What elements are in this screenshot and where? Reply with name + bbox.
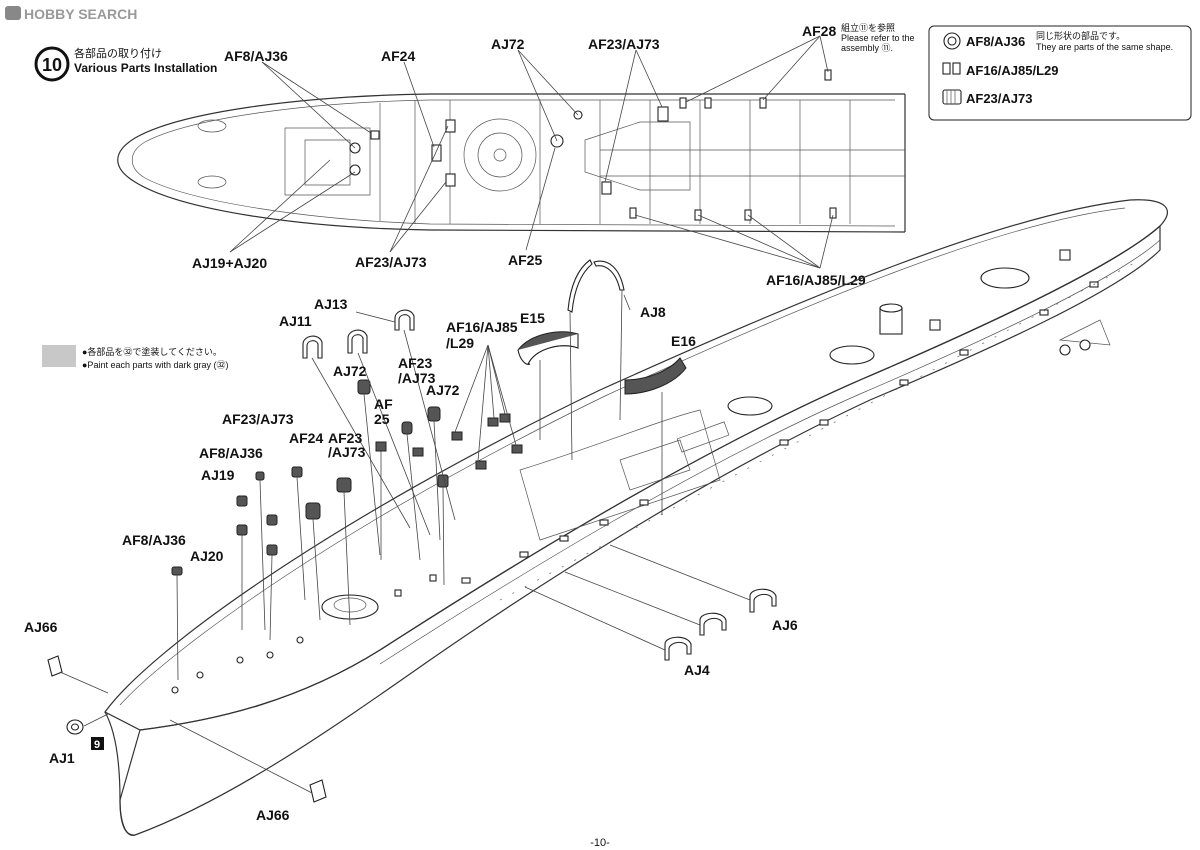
part-aj4 bbox=[664, 636, 692, 661]
deck-plan-view bbox=[117, 69, 906, 233]
forward-turret bbox=[321, 594, 379, 620]
part-aj13 bbox=[394, 309, 415, 331]
label-aj13: AJ13 bbox=[314, 296, 348, 312]
label-af25-1: AF bbox=[374, 396, 393, 412]
exploded-parts bbox=[47, 259, 777, 803]
page-number: -10- bbox=[590, 837, 610, 849]
paint-note: ●各部品を㉜で塗装してください。 ●Paint each parts with … bbox=[42, 345, 229, 370]
label-af25: AF25 bbox=[508, 252, 542, 268]
label-e15: E15 bbox=[520, 310, 545, 326]
refer-note: 組立⑪を参照 Please refer to the assembly ⑪. bbox=[841, 22, 915, 53]
step-title-en: Various Parts Installation bbox=[74, 61, 217, 75]
part-e16 bbox=[624, 357, 687, 395]
label-aj20: AJ20 bbox=[190, 548, 224, 564]
hull-perspective-view bbox=[104, 199, 1168, 836]
watermark-text: HOBBY SEARCH bbox=[24, 6, 137, 22]
part-aj8 bbox=[567, 259, 593, 313]
label-af23-c-1: AF23 bbox=[328, 430, 362, 446]
bracket-part-icon bbox=[942, 62, 961, 75]
part-aj6 bbox=[749, 588, 777, 613]
legend-item-label: AF16/AJ85/L29 bbox=[966, 63, 1059, 78]
label-aj1: AJ1 bbox=[49, 750, 75, 766]
label-af23-aj73-b: AF23/AJ73 bbox=[355, 254, 427, 270]
label-aj6: AJ6 bbox=[772, 617, 798, 633]
refer-note-en-1: Please refer to the bbox=[841, 33, 915, 43]
label-af28: AF28 bbox=[802, 23, 836, 39]
label-af23-aj73: AF23/AJ73 bbox=[588, 36, 660, 52]
label-af23-b: AF23/AJ73 bbox=[222, 411, 294, 427]
label-af8-b: AF8/AJ36 bbox=[122, 532, 186, 548]
part-aj19 bbox=[236, 495, 248, 507]
label-af23-a-2: /AJ73 bbox=[398, 370, 436, 386]
label-af16-2: /L29 bbox=[446, 335, 474, 351]
step-number-badge bbox=[34, 46, 70, 82]
label-af25-2: 25 bbox=[374, 411, 390, 427]
part-aj66 bbox=[47, 655, 63, 677]
refer-note-jp: 組立⑪を参照 bbox=[841, 22, 895, 33]
label-aj8: AJ8 bbox=[640, 304, 666, 320]
label-aj72-b: AJ72 bbox=[426, 382, 460, 398]
label-aj19-aj20: AJ19+AJ20 bbox=[192, 255, 267, 271]
part-aj72 bbox=[357, 379, 371, 395]
drum-part-icon bbox=[942, 89, 962, 105]
legend-item-label: AF23/AJ73 bbox=[966, 91, 1032, 106]
hull-leaders bbox=[59, 289, 751, 794]
part-aj11 bbox=[302, 335, 323, 359]
turret-plan bbox=[463, 118, 537, 192]
watermark: HOBBY SEARCH bbox=[5, 6, 137, 22]
part-aj20 bbox=[266, 544, 278, 556]
label-aj72: AJ72 bbox=[491, 36, 525, 52]
deck-planking bbox=[379, 100, 905, 224]
paint-swatch bbox=[42, 345, 76, 367]
paint-note-jp: ●各部品を㉜で塗装してください。 bbox=[82, 346, 222, 357]
legend-note-jp: 同じ形状の部品です。 bbox=[1036, 30, 1125, 41]
step-header: 10 各部品の取り付け Various Parts Installation bbox=[34, 46, 217, 82]
label-af16-aj85-l29: AF16/AJ85/L29 bbox=[766, 272, 866, 288]
legend-item-label: AF8/AJ36 bbox=[966, 34, 1025, 49]
label-af8-aj36: AF8/AJ36 bbox=[224, 48, 288, 64]
label-af23-a-1: AF23 bbox=[398, 355, 432, 371]
step-number: 10 bbox=[42, 55, 62, 75]
label-af8-a: AF8/AJ36 bbox=[199, 445, 263, 461]
refer-note-en-2: assembly ⑪. bbox=[841, 43, 893, 53]
label-aj19: AJ19 bbox=[201, 467, 235, 483]
label-e16: E16 bbox=[671, 333, 696, 349]
label-af24: AF24 bbox=[381, 48, 415, 64]
paint-code-number: 9 bbox=[94, 739, 100, 751]
paint-note-en: ●Paint each parts with dark gray (㉜) bbox=[82, 360, 229, 370]
part-af24 bbox=[305, 502, 321, 520]
label-af23-c-2: /AJ73 bbox=[328, 444, 366, 460]
paint-code-badge bbox=[91, 737, 104, 750]
step-title-jp: 各部品の取り付け bbox=[74, 46, 162, 60]
label-af24: AF24 bbox=[289, 430, 323, 446]
label-aj4: AJ4 bbox=[684, 662, 710, 678]
deck-plan-leaders bbox=[229, 35, 834, 269]
label-af16-1: AF16/AJ85 bbox=[446, 319, 518, 335]
label-aj72-a: AJ72 bbox=[333, 363, 367, 379]
label-aj11: AJ11 bbox=[279, 313, 312, 329]
ring-part-icon bbox=[943, 32, 961, 50]
legend-note-en: They are parts of the same shape. bbox=[1036, 42, 1173, 52]
label-aj66-a: AJ66 bbox=[24, 619, 58, 635]
legend-box: AF8/AJ36 同じ形状の部品です。 They are parts of th… bbox=[928, 25, 1192, 121]
label-aj66-b: AJ66 bbox=[256, 807, 290, 823]
